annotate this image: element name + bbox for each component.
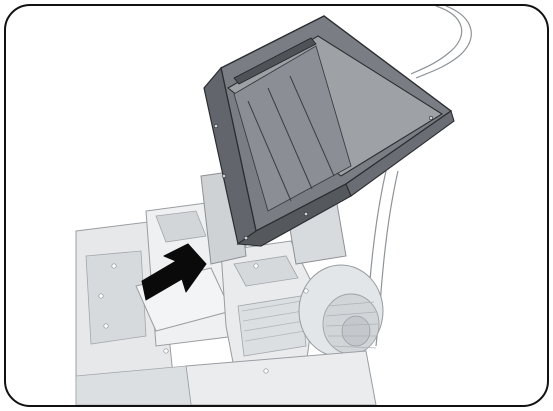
machine-illustration (75, 6, 472, 405)
figure-frame (4, 4, 549, 407)
hopper (203, 15, 455, 247)
arrow-icon (141, 243, 207, 301)
